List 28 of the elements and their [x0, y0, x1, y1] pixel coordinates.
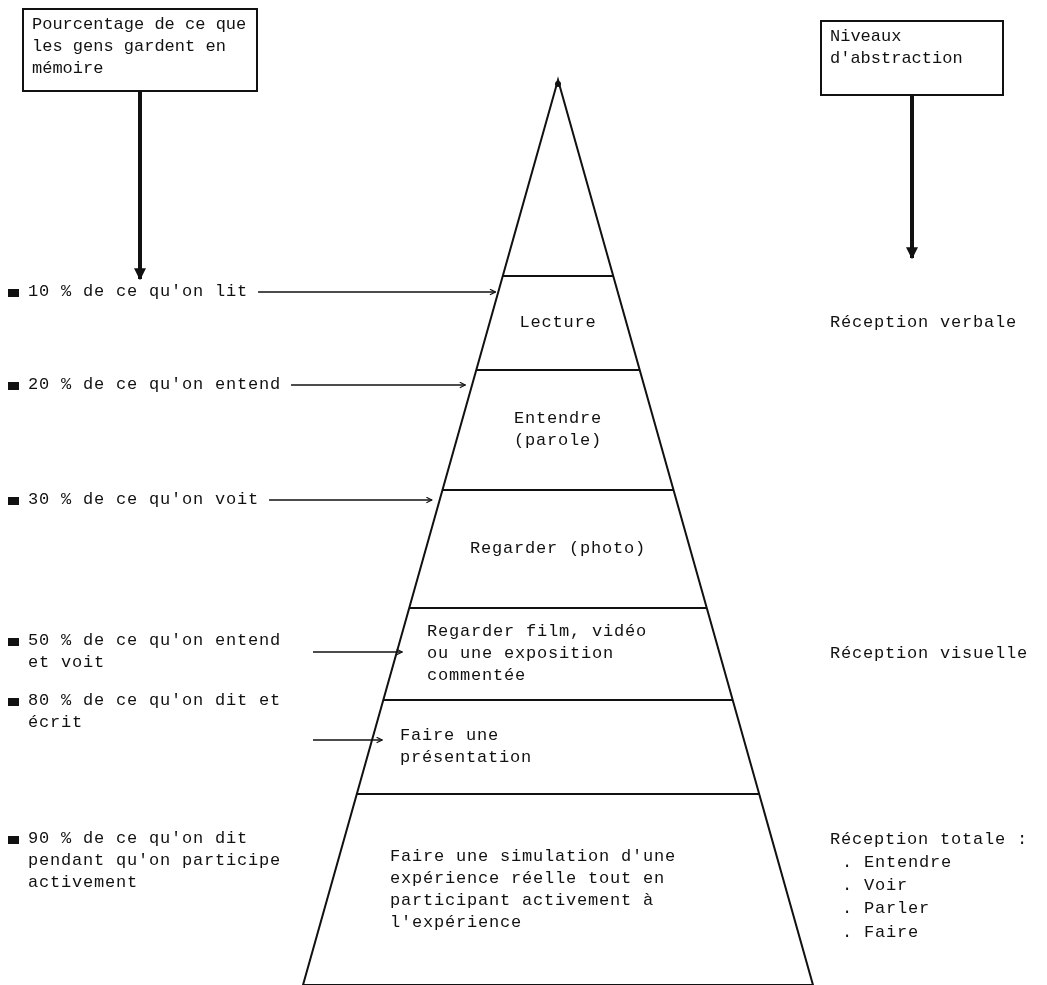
arrow [312, 736, 383, 744]
level-label: . Parler [842, 898, 930, 920]
heading-box: Pourcentage de ce que les gens gardent en mémoire [22, 8, 258, 92]
arrow [290, 381, 467, 389]
level-label: Réception verbale [830, 312, 1018, 334]
pyramid-level: Faire une présentation [370, 702, 746, 791]
arrow [268, 496, 433, 504]
list-item-text: 10 % de ce qu'on lit [28, 281, 249, 303]
pyramid-level: Entendre (parole) [459, 372, 657, 488]
arrow [134, 92, 146, 281]
arrow [312, 648, 403, 656]
pyramid-level: Regarder (photo) [426, 492, 690, 605]
level-label: . Faire [842, 922, 919, 944]
pyramid-level: Regarder film, vidéo ou une exposition commentée [396, 610, 720, 698]
pyramid-level: Faire une simulation d'une expérience réelle tout en participant activement à l'expérience [329, 796, 787, 983]
arrow [906, 96, 918, 260]
list-item-text: 50 % de ce qu'on entend et voit [28, 630, 303, 674]
list-item-text: 90 % de ce qu'on dit pendant qu'on participe activement [28, 828, 283, 894]
list-item-text: 30 % de ce qu'on voit [28, 489, 260, 511]
level-label: . Entendre [842, 852, 953, 874]
arrow [257, 288, 497, 296]
level-label: Réception totale : [830, 829, 1029, 851]
level-label: . Voir [842, 875, 908, 897]
heading-box: Niveaux d'abstraction [820, 20, 1004, 96]
pyramid-level: Lecture [489, 278, 627, 368]
list-item-text: 80 % de ce qu'on dit et écrit [28, 690, 303, 734]
level-label: Réception visuelle [830, 643, 1029, 665]
list-item-text: 20 % de ce qu'on entend [28, 374, 282, 396]
